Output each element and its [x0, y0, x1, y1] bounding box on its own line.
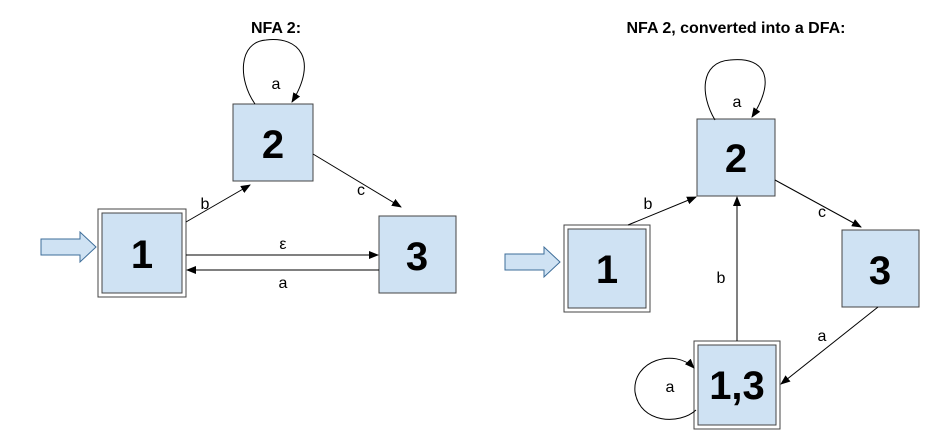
dfa-edge-1-2-label: b — [644, 196, 653, 213]
dfa-state-3: 3 — [841, 229, 920, 308]
dfa-edge-loop-2 — [704, 59, 766, 121]
dfa-edge-loop-2-label: a — [733, 94, 742, 111]
nfa-edge-1-2-label: b — [201, 196, 210, 213]
nfa-state-1-label: 1 — [131, 233, 153, 277]
nfa-state-2: 2 — [232, 103, 314, 182]
dfa-edge-2-3 — [774, 179, 862, 228]
dfa-edge-2-3-label: c — [818, 204, 826, 221]
nfa-edge-2-3 — [312, 153, 402, 208]
dfa-edge-3-to-1-3 — [780, 306, 879, 385]
nfa-state-1: 1 — [97, 208, 187, 298]
dfa-state-1-label: 1 — [596, 248, 618, 292]
dfa-title: NFA 2, converted into a DFA: — [627, 20, 846, 37]
nfa-edge-1-2 — [185, 184, 251, 223]
dfa-edge-loop-1-3 — [634, 357, 697, 420]
dfa-state-3-label: 3 — [869, 249, 891, 293]
dfa-state-1-3: 1,3 — [693, 340, 781, 430]
nfa-state-3-label: 3 — [406, 235, 428, 279]
dfa-state-1: 1 — [563, 224, 651, 313]
dfa-state-2: 2 — [696, 118, 776, 197]
dfa-state-1-3-label: 1,3 — [709, 364, 765, 408]
nfa-title: NFA 2: — [251, 20, 301, 37]
nfa-state-3: 3 — [378, 215, 457, 294]
nfa-edge-loop-2 — [242, 39, 305, 105]
nfa-edge-2-3-label: c — [357, 182, 365, 199]
dfa-state-2-label: 2 — [725, 137, 747, 181]
dfa-edge-1-2 — [627, 196, 697, 226]
nfa-state-2-label: 2 — [262, 123, 284, 167]
dfa-edge-3-to-1-3-label: a — [818, 328, 827, 345]
nfa-edge-loop-2-label: a — [272, 76, 281, 93]
dfa-edge-1-3-to-2-label: b — [717, 270, 726, 287]
nfa-edge-3-1-label: a — [279, 275, 288, 292]
nfa-edge-1-3-label: ε — [279, 236, 286, 253]
nfa-start-arrow — [40, 230, 97, 264]
dfa-start-arrow — [504, 245, 561, 279]
dfa-edge-loop-1-3-label: a — [666, 379, 675, 396]
